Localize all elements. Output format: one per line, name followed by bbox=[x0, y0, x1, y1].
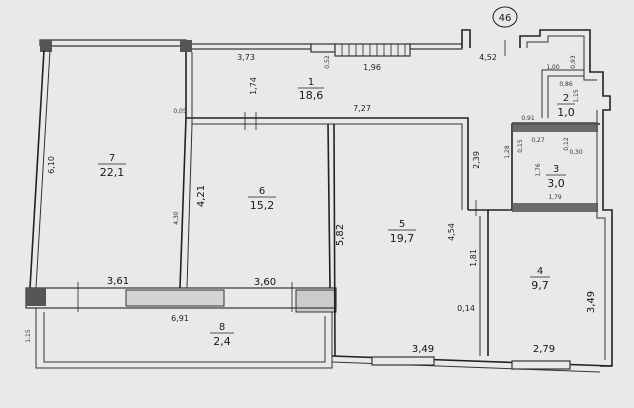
balcony-column-left bbox=[26, 288, 46, 306]
dim-wc-0-86: 0,86 bbox=[559, 81, 573, 88]
window-room5 bbox=[371, 356, 435, 366]
bath-bottom-wall bbox=[512, 203, 598, 212]
dimensions: 3,73 1,96 0,52 4,52 6,10 1,74 0,05 7,27 … bbox=[25, 53, 597, 355]
dim-room1-7-27: 7,27 bbox=[353, 104, 371, 113]
top-wall-segment bbox=[185, 43, 312, 50]
dim-room5-5-82: 5,82 bbox=[335, 224, 346, 246]
dim-wc-0-91: 0,91 bbox=[521, 115, 535, 122]
room-1: 1 18,6 bbox=[298, 77, 324, 102]
dim-bath-1-76: 1,76 bbox=[535, 163, 542, 177]
room-6-number: 6 bbox=[259, 186, 265, 197]
dim-wc-1-00: 1,00 bbox=[546, 64, 560, 71]
wall-room5-left bbox=[333, 123, 336, 357]
bath-top-wall bbox=[512, 122, 598, 132]
balcony-outline bbox=[35, 308, 333, 369]
dim-bath-0-30: 0,30 bbox=[569, 149, 583, 156]
dim-room1-1-74: 1,74 bbox=[249, 77, 258, 95]
wall-room6-room7-inner bbox=[186, 123, 193, 289]
dim-top-4-52: 4,52 bbox=[479, 53, 497, 62]
top-right-inner-wall bbox=[526, 35, 597, 81]
ventilation-grate bbox=[334, 43, 411, 57]
room-6-area: 15,2 bbox=[250, 199, 275, 212]
column-top-middle bbox=[180, 40, 192, 52]
dim-room6-4-30: 4,30 bbox=[173, 211, 180, 225]
interior-walls bbox=[179, 43, 600, 357]
door-marks bbox=[77, 40, 506, 312]
dim-room6-4-21: 4,21 bbox=[196, 185, 207, 207]
grate-lines bbox=[341, 44, 406, 56]
right-wall bbox=[600, 88, 613, 367]
room-2-number: 2 bbox=[563, 93, 569, 104]
plan-number: 46 bbox=[499, 13, 512, 24]
wc-wall bbox=[541, 69, 584, 118]
dim-room5-4-54: 4,54 bbox=[447, 223, 456, 241]
dim-bottom-1-15: 1,15 bbox=[25, 329, 32, 343]
wall-room5-room4 bbox=[468, 209, 489, 356]
dim-wc-0-93: 0,93 bbox=[570, 55, 577, 69]
room-7-number: 7 bbox=[109, 153, 115, 164]
room-4-area: 9,7 bbox=[531, 279, 549, 292]
room-1-number: 1 bbox=[308, 77, 314, 88]
right-wall-inner bbox=[596, 110, 606, 360]
dim-wc-1-15: 1,15 bbox=[573, 89, 580, 103]
top-right-notch bbox=[461, 29, 471, 48]
wall-room6-room7 bbox=[179, 117, 187, 289]
balcony-parapet bbox=[125, 289, 225, 307]
room-7-area: 22,1 bbox=[100, 166, 125, 179]
room-labels: 1 18,6 2 1,0 3 3,0 4 9,7 5 19,7 6 15,2 bbox=[98, 77, 575, 348]
room-1-area: 18,6 bbox=[299, 89, 324, 102]
dim-top-3-73: 3,73 bbox=[237, 53, 255, 62]
dim-top-0-52: 0,52 bbox=[324, 55, 331, 69]
room-4-number: 4 bbox=[537, 266, 543, 277]
outer-walls bbox=[25, 29, 613, 373]
top-right-outer-wall bbox=[519, 29, 604, 88]
dim-room1-0-05: 0,05 bbox=[173, 108, 187, 115]
dim-room5-2-39: 2,39 bbox=[472, 151, 481, 169]
dim-room4-0-14: 0,14 bbox=[457, 304, 475, 313]
dim-bath-1-28: 1,28 bbox=[504, 145, 511, 159]
dim-right-3-49: 3,49 bbox=[586, 291, 597, 313]
balcony-outline-inner bbox=[43, 312, 326, 363]
wall-room6-room5 bbox=[327, 123, 331, 289]
dim-room4-1-81: 1,81 bbox=[469, 249, 478, 267]
balcony-column-right bbox=[295, 289, 337, 313]
room-2-area: 1,0 bbox=[557, 106, 575, 119]
corner-column-top-left bbox=[40, 40, 52, 52]
dim-bath-0-27: 0,27 bbox=[531, 137, 545, 144]
dim-bath-1-79: 1,79 bbox=[548, 194, 562, 201]
room-3-area: 3,0 bbox=[547, 177, 565, 190]
room-5-number: 5 bbox=[399, 219, 405, 230]
room-5-area: 19,7 bbox=[390, 232, 415, 245]
room-3: 3 3,0 bbox=[546, 164, 566, 190]
room-8-area: 2,4 bbox=[213, 335, 231, 348]
wall-corridor bbox=[185, 52, 469, 210]
window-room4 bbox=[511, 360, 571, 370]
left-wall bbox=[29, 49, 45, 289]
dim-bottom-3-61: 3,61 bbox=[107, 276, 129, 287]
dim-bottom-2-79: 2,79 bbox=[533, 344, 555, 355]
top-wall-right bbox=[409, 43, 463, 50]
room-4: 4 9,7 bbox=[530, 266, 550, 292]
dim-bath-0-12: 0,12 bbox=[563, 137, 570, 151]
dim-bottom-3-60: 3,60 bbox=[254, 277, 276, 288]
room-2: 2 1,0 bbox=[557, 93, 575, 119]
room-8-number: 8 bbox=[219, 322, 225, 333]
room-7: 7 22,1 bbox=[98, 153, 126, 179]
dim-bottom-6-91: 6,91 bbox=[171, 314, 189, 323]
wc-wall-inner bbox=[547, 75, 584, 118]
dim-left-6-10: 6,10 bbox=[47, 156, 56, 174]
dim-top-1-96: 1,96 bbox=[363, 63, 381, 72]
top-wall-pier bbox=[310, 43, 336, 53]
room-8: 8 2,4 bbox=[210, 322, 234, 348]
room-6: 6 15,2 bbox=[248, 186, 276, 212]
room-5: 5 19,7 bbox=[388, 219, 416, 245]
wall-corridor-inner bbox=[191, 52, 463, 210]
plan-number-badge: 46 bbox=[492, 6, 518, 28]
dim-bottom-3-49: 3,49 bbox=[412, 344, 434, 355]
left-wall-inner bbox=[35, 49, 51, 289]
room-3-number: 3 bbox=[553, 164, 559, 175]
dim-bath-0-15: 0,15 bbox=[517, 139, 524, 153]
